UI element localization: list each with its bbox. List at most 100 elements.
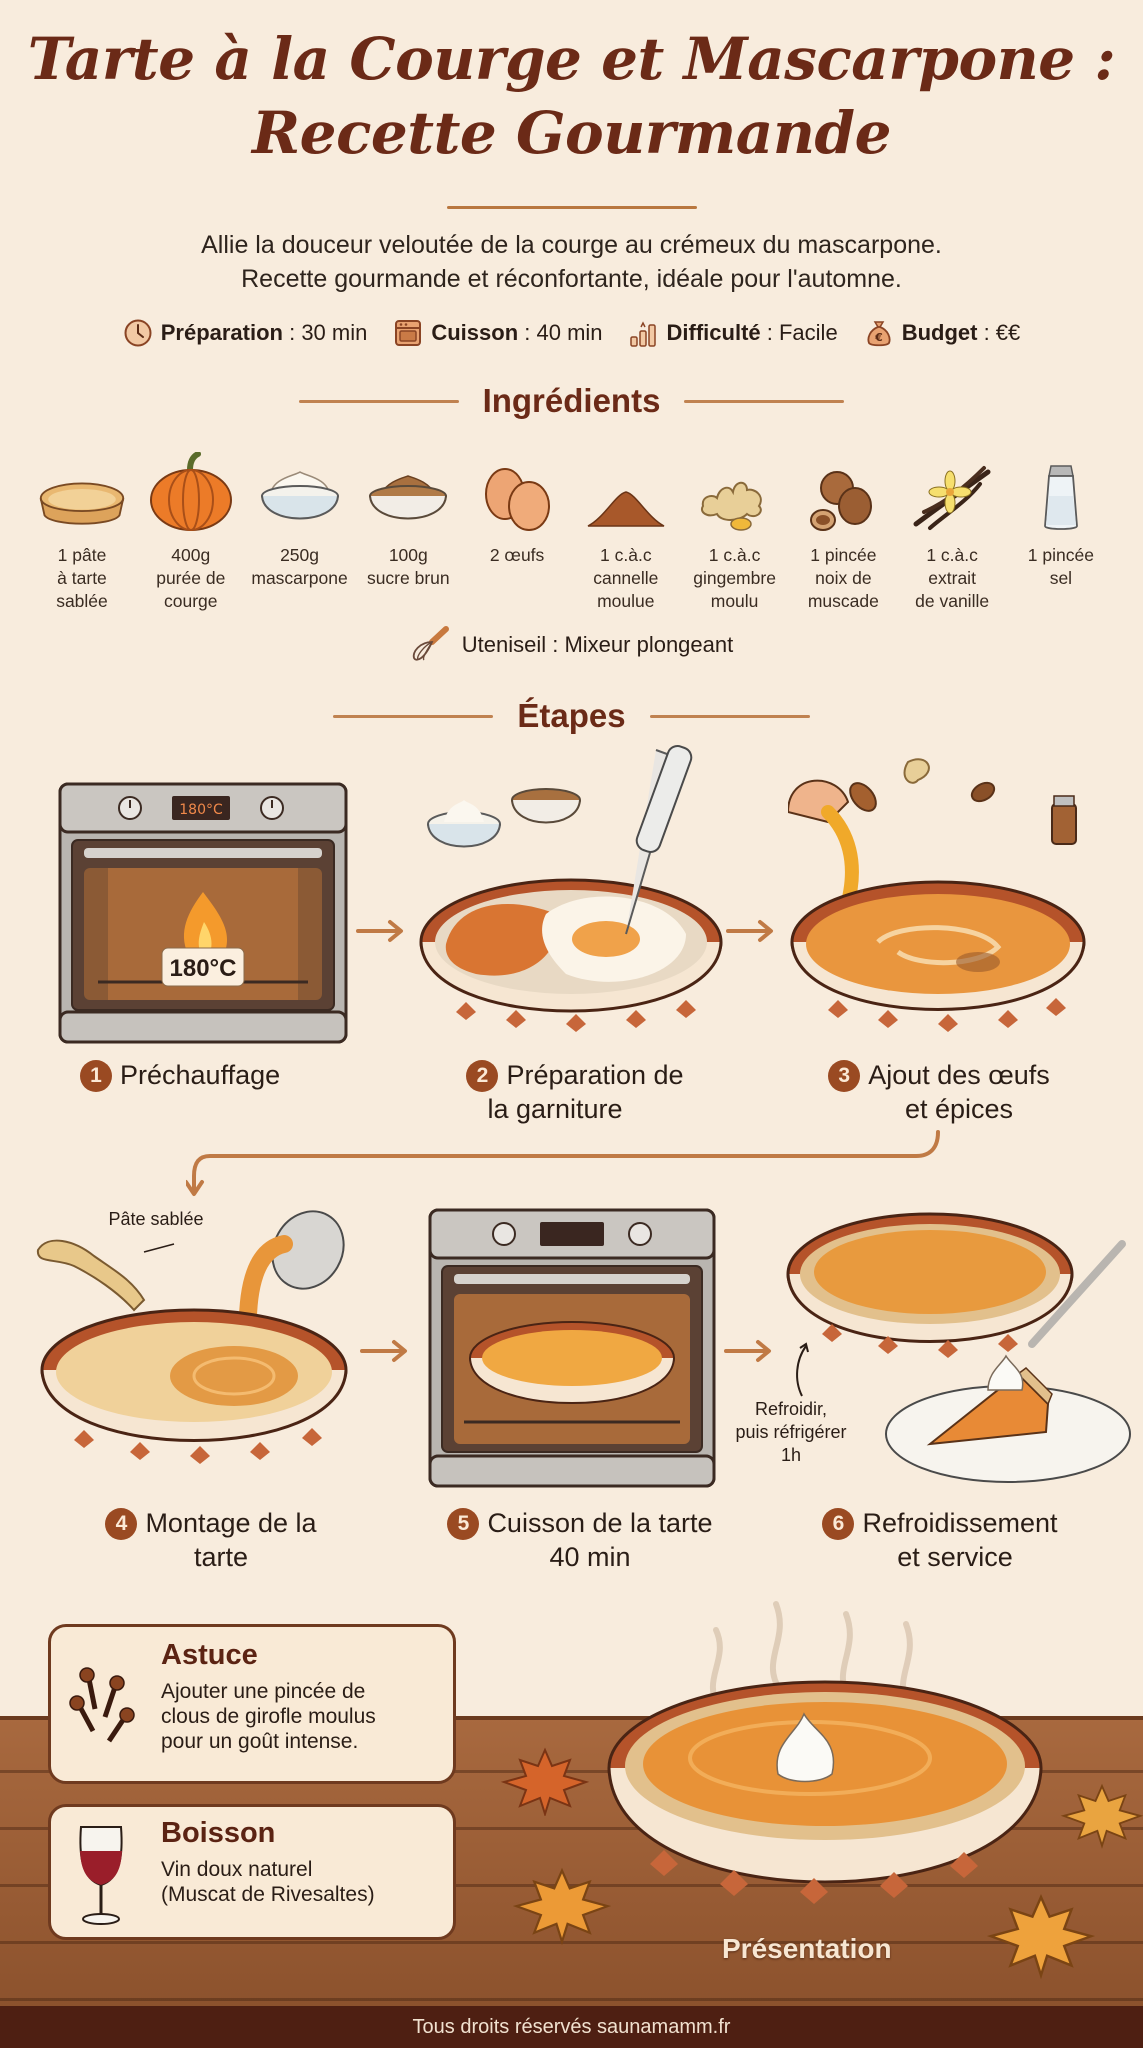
astuce-card: Astuce Ajouter une pincée de clous de gi… <box>48 1624 456 1784</box>
step-title: Préparation de <box>506 1060 684 1090</box>
boisson-title: Boisson <box>161 1817 276 1849</box>
meta-preparation: Préparation : 30 min <box>123 318 368 348</box>
ingredient-item: 100g sucre brun <box>356 462 460 613</box>
meta-value: : 30 min <box>282 320 368 345</box>
oven-icon <box>395 320 422 346</box>
connector-arrow-icon <box>186 1130 940 1196</box>
steps-title: Étapes <box>517 697 626 734</box>
presentation-tart-illustration <box>607 1680 1043 1904</box>
arrow-right-icon <box>356 920 403 942</box>
boisson-card: Boisson Vin doux naturel (Muscat de Rive… <box>48 1804 456 1940</box>
maple-leaf-icon <box>986 1894 1096 1980</box>
presentation-label: Présentation <box>722 1933 892 1964</box>
title-divider <box>447 206 697 209</box>
step-3-eggs-spices-illustration <box>788 758 1086 1032</box>
step-title-cont: la garniture <box>487 1094 623 1124</box>
heading-rule-left <box>333 714 494 718</box>
money-bag-icon: € <box>867 321 891 347</box>
footer-copyright: Tous droits réservés saunamamm.fr <box>0 2006 1143 2048</box>
footer-text: Tous droits réservés saunamamm.fr <box>412 2016 731 2038</box>
title-line-2: Recette Gourmande <box>251 99 892 167</box>
ginger-icon <box>700 481 762 531</box>
ingredient-item: 1 pâte à tarte sablée <box>30 462 134 613</box>
curved-arrow-icon <box>796 1342 809 1397</box>
meta-cuisson: Cuisson : 40 min <box>393 318 603 348</box>
salt-shaker-icon <box>1043 465 1078 530</box>
ingredient-label: 1 c.à.c gingembre moulu <box>693 545 776 611</box>
table-edge <box>0 1716 1143 1720</box>
maple-leaf-icon <box>500 1747 590 1816</box>
subtitle-line-2: Recette gourmande et réconfortante, idéa… <box>241 265 902 293</box>
difficulty-bars-icon <box>629 321 656 347</box>
step-title-cont: et service <box>897 1542 1013 1572</box>
step-title: Préchauffage <box>120 1060 281 1090</box>
utensil-text: Uteniseil : Mixeur plongeant <box>461 632 734 657</box>
ingredient-item: 2 œufs <box>465 462 569 613</box>
heading-rule-left <box>298 399 459 403</box>
ingredient-label: 2 œufs <box>489 545 545 565</box>
step-title-cont: tarte <box>193 1542 249 1572</box>
cinnamon-powder-icon <box>587 491 665 527</box>
steps-heading: Étapes <box>0 697 1143 735</box>
mascarpone-bowl-icon <box>260 471 339 520</box>
boisson-text: Vin doux naturel (Muscat de Rivesaltes) <box>161 1858 375 1906</box>
meta-value: : 40 min <box>518 320 603 345</box>
meta-value: : €€ <box>977 320 1021 345</box>
step-number-badge: 2 <box>466 1060 499 1092</box>
arrow-right-icon <box>360 1340 407 1362</box>
step-2-mixing-illustration <box>419 745 723 1032</box>
step-number-badge: 1 <box>80 1060 112 1092</box>
step-title: Refroidissement <box>862 1508 1058 1538</box>
ingredient-item: 1 pincée sel <box>1009 462 1113 613</box>
pumpkin-icon <box>149 452 232 531</box>
step-title-cont: 40 min <box>549 1542 631 1572</box>
step-number-badge: 6 <box>822 1508 855 1540</box>
maple-leaf-icon <box>512 1867 612 1946</box>
step-4-assembly-illustration <box>36 1210 348 1464</box>
callout-line: Refroidir, <box>754 1399 828 1419</box>
pate-sablee-callout: Pâte sablée <box>108 1209 204 1229</box>
svg-text:€: € <box>874 331 883 344</box>
ingredient-label: 400g purée de courge <box>156 545 226 611</box>
callout-line: puis réfrigérer <box>735 1422 847 1442</box>
ingredient-item: 1 c.à.c cannelle moulue <box>574 462 678 613</box>
ingredient-label: 1 c.à.c extrait de vanille <box>915 545 990 611</box>
step-6-serving-illustration <box>786 1212 1131 1483</box>
step-1-label: 1 Préchauffage <box>80 1058 340 1092</box>
subtitle-line-1: Allie la douceur veloutée de la courge a… <box>201 231 942 259</box>
step-title-cont: et épices <box>904 1094 1014 1124</box>
callout-line: 1h <box>780 1445 802 1465</box>
heading-rule-right <box>684 399 845 403</box>
ingredient-label: 1 pincée noix de muscade <box>807 545 879 611</box>
meta-value: : Facile <box>760 320 838 345</box>
ingredient-item: 400g purée de courge <box>139 452 243 613</box>
clock-icon <box>124 319 152 347</box>
nutmeg-icon <box>810 471 873 531</box>
step-title: Cuisson de la tarte <box>487 1508 713 1538</box>
tart-shell-icon <box>39 482 125 525</box>
whisk-icon <box>412 626 449 661</box>
ingredient-label: 1 pincée sel <box>1027 545 1094 588</box>
ingredients-title: Ingrédients <box>482 382 661 419</box>
meta-label: Budget <box>901 320 978 345</box>
brown-sugar-bowl-icon <box>369 475 448 520</box>
step-number-badge: 5 <box>447 1508 480 1540</box>
oven-temp-badge: 180°C <box>170 955 237 982</box>
step-title: Ajout des œufs <box>868 1060 1050 1090</box>
vanilla-icon <box>913 466 991 530</box>
eggs-icon <box>485 468 551 531</box>
ingredient-label: 1 pâte à tarte sablée <box>56 545 108 611</box>
astuce-text: Ajouter une pincée de clous de girofle m… <box>161 1680 376 1753</box>
ingredients-heading: Ingrédients <box>0 382 1143 420</box>
subtitle: Allie la douceur veloutée de la courge a… <box>0 228 1143 296</box>
ingredient-item: 1 c.à.c gingembre moulu <box>683 462 787 613</box>
meta-difficulte: Difficulté : Facile <box>629 318 838 348</box>
ingredient-label: 250g mascarpone <box>251 545 348 588</box>
page-title: Tarte à la Courge et Mascarpone : Recett… <box>0 22 1143 170</box>
arrow-right-icon <box>726 920 773 942</box>
